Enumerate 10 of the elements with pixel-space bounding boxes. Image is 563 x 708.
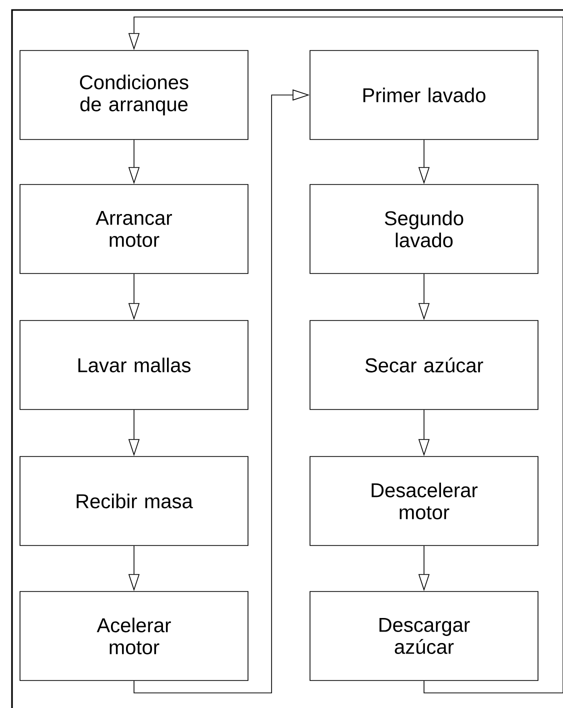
process-box: Secar azúcar <box>310 320 538 410</box>
process-box: Condiciones de arranque <box>20 50 248 140</box>
process-box: Segundo lavado <box>310 184 538 274</box>
process-box: Desacelerar motor <box>310 456 538 546</box>
process-box: Lavar mallas <box>20 320 248 410</box>
process-box: Acelerar motor <box>20 591 248 681</box>
process-box: Arrancar motor <box>20 184 248 274</box>
process-box: Primer lavado <box>310 50 538 140</box>
process-box: Recibir masa <box>20 456 248 546</box>
process-box: Descargar azúcar <box>310 591 538 681</box>
